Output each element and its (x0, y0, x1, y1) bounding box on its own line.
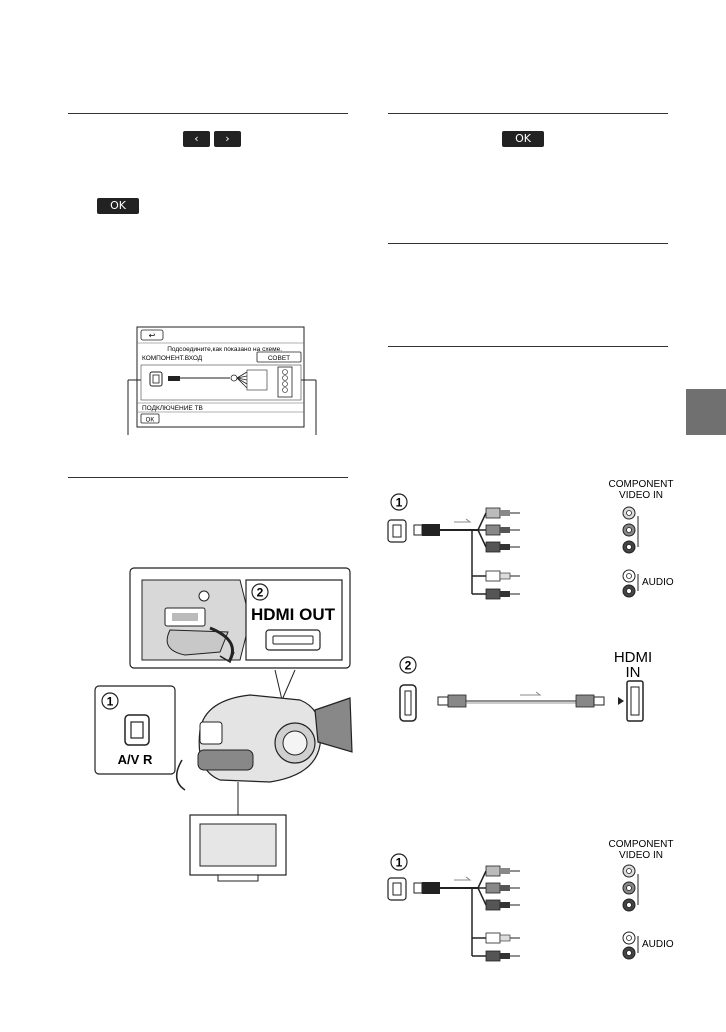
component-label-bottom-1: COMPONENT (609, 839, 674, 850)
section-rule-left-top (68, 113, 348, 114)
component-label-top-1: COMPONENT (609, 479, 674, 490)
prev-button[interactable]: ‹ (183, 131, 210, 147)
component-label: КОМПОНЕНТ.ВХОД (142, 355, 203, 362)
step-1-number-bottom: 1 (396, 856, 403, 870)
step-2-number-camera: 2 (257, 586, 264, 600)
hdmi-diagram: 2 HDMI IN (399, 649, 652, 722)
audio-label-top: AUDIO (642, 577, 674, 588)
component-label-top-2: VIDEO IN (619, 490, 663, 501)
tip-button-label: СОВЕТ (268, 355, 290, 362)
component-diagram-bottom: 1 COMPONENT VIDEO IN AUDIO (387, 839, 674, 962)
tip-button (256, 351, 302, 363)
back-icon: ↩ (149, 331, 156, 340)
section-rule-right-3 (388, 346, 668, 347)
screen-instruction: Подсоедините,как показано на схеме. (167, 346, 282, 353)
step-1-number-camera: 1 (107, 695, 114, 709)
hdmi-in-label-1: HDMI (614, 649, 652, 666)
next-button[interactable]: › (214, 131, 241, 147)
av-r-label: A/V R (118, 752, 153, 767)
ok-button-right[interactable]: OK (502, 131, 544, 147)
component-diagram-top: 1 COMPONENT VIDEO IN AUDIO (387, 479, 674, 600)
section-rule-left-bottom (68, 477, 348, 478)
section-rule-right-top (388, 113, 668, 114)
lcd-screen-figure: ↩ Подсоедините,как показано на схеме. КО… (127, 326, 317, 435)
hdmi-in-label-2: IN (626, 664, 641, 681)
component-label-bottom-2: VIDEO IN (619, 850, 663, 861)
back-button (140, 329, 164, 341)
camera-connection-figure: 2 HDMI OUT 1 A/V R (94, 567, 353, 882)
screen-ok-button (140, 413, 160, 424)
footer-label: ПОДКЛЮЧЕНИЕ ТВ (142, 405, 203, 412)
hdmi-out-label: HDMI OUT (251, 605, 336, 624)
step-2-number-hdmi: 2 (405, 659, 412, 673)
ok-button-left[interactable]: OK (97, 198, 139, 214)
section-rule-right-2 (388, 243, 668, 244)
section-tab (686, 389, 726, 435)
step-1-number-top: 1 (396, 496, 403, 510)
audio-label-bottom: AUDIO (642, 939, 674, 950)
screen-ok-label: OK (146, 418, 155, 424)
